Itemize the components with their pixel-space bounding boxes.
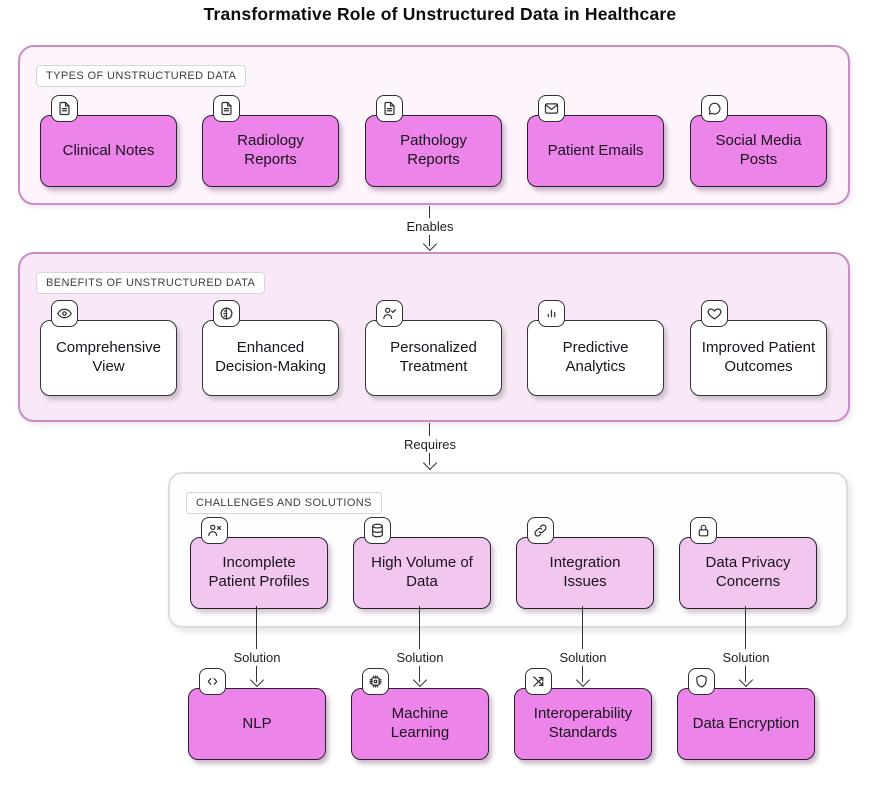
node-high-volume-of-data: High Volume of Data: [353, 517, 491, 609]
section-label: CHALLENGES AND SOLUTIONS: [186, 492, 382, 514]
node-integration-issues: Integration Issues: [516, 517, 654, 609]
lock-icon: [690, 517, 717, 544]
node-personalized-treatment: Personalized Treatment: [365, 300, 502, 396]
node-data-encryption: Data Encryption: [677, 668, 815, 760]
section-challenges-and-solutions: CHALLENGES AND SOLUTIONS Incomplete Pati…: [168, 472, 848, 628]
node-comprehensive-view: Comprehensive View: [40, 300, 177, 396]
shield-icon: [688, 668, 715, 695]
node-enhanced-decision-making: Enhanced Decision-Making: [202, 300, 339, 396]
solution-arrow-1: [250, 606, 265, 688]
user-check-icon: [376, 300, 403, 327]
solution-arrow-4: [739, 606, 754, 688]
section-label: BENEFITS OF UNSTRUCTURED DATA: [36, 272, 266, 294]
mail-icon: [538, 95, 565, 122]
node-label: Machine Learning: [390, 705, 450, 741]
heart-icon: [701, 300, 728, 327]
node-label: Data Privacy Concerns: [705, 554, 791, 590]
enables-arrow-label: Enables: [402, 218, 458, 235]
solution-arrow-label-2: Solution: [392, 649, 448, 666]
code-icon: [199, 668, 226, 695]
node-machine-learning: Machine Learning: [351, 668, 489, 760]
node-label: Improved Patient Outcomes: [701, 339, 816, 375]
file-text-icon: [376, 95, 403, 122]
node-interoperability-standards: Interoperability Standards: [514, 668, 652, 760]
node-label: Social Media Posts: [715, 132, 802, 168]
half-circle-icon: [213, 300, 240, 327]
node-label: Patient Emails: [547, 141, 644, 159]
node-label: Interoperability Standards: [533, 705, 633, 741]
solution-arrow-label-3: Solution: [555, 649, 611, 666]
section-types-of-unstructured-data: TYPES OF UNSTRUCTURED DATA Clinical Note…: [18, 45, 850, 205]
solution-arrow-label-4: Solution: [718, 649, 774, 666]
message-bubble-icon: [701, 95, 728, 122]
section-benefits-of-unstructured-data: BENEFITS OF UNSTRUCTURED DATA Comprehens…: [18, 252, 850, 422]
section-label: TYPES OF UNSTRUCTURED DATA: [36, 65, 247, 87]
node-label: Comprehensive View: [55, 339, 162, 375]
node-pathology-reports: Pathology Reports: [365, 95, 502, 187]
node-label: Incomplete Patient Profiles: [208, 554, 310, 590]
requires-arrow-label: Requires: [399, 436, 461, 453]
node-social-media-posts: Social Media Posts: [690, 95, 827, 187]
eye-icon: [51, 300, 78, 327]
page-title: Transformative Role of Unstructured Data…: [203, 4, 677, 24]
cpu-icon: [362, 668, 389, 695]
file-text-icon: [51, 95, 78, 122]
solution-arrow-2: [413, 606, 428, 688]
node-label: NLP: [242, 714, 272, 732]
file-text-icon: [213, 95, 240, 122]
node-label: Pathology Reports: [400, 132, 467, 168]
node-improved-patient-outcomes: Improved Patient Outcomes: [690, 300, 827, 396]
node-data-privacy-concerns: Data Privacy Concerns: [679, 517, 817, 609]
link-icon: [527, 517, 554, 544]
node-patient-emails: Patient Emails: [527, 95, 664, 187]
node-predictive-analytics: Predictive Analytics: [527, 300, 664, 396]
node-radiology-reports: Radiology Reports: [202, 95, 339, 187]
node-label: Clinical Notes: [62, 141, 155, 159]
node-label: Integration Issues: [549, 554, 621, 590]
node-label: Predictive Analytics: [562, 339, 629, 375]
database-icon: [364, 517, 391, 544]
node-label: Radiology Reports: [237, 132, 304, 168]
solution-arrow-3: [576, 606, 591, 688]
node-incomplete-patient-profiles: Incomplete Patient Profiles: [190, 517, 328, 609]
node-label: Enhanced Decision-Making: [215, 339, 326, 375]
node-clinical-notes: Clinical Notes: [40, 95, 177, 187]
node-nlp: NLP: [188, 668, 326, 760]
shuffle-icon: [525, 668, 552, 695]
bar-chart-icon: [538, 300, 565, 327]
node-label: Personalized Treatment: [390, 339, 477, 375]
solution-arrow-label-1: Solution: [229, 649, 285, 666]
node-label: Data Encryption: [692, 714, 800, 732]
node-label: High Volume of Data: [371, 554, 473, 590]
user-x-icon: [201, 517, 228, 544]
